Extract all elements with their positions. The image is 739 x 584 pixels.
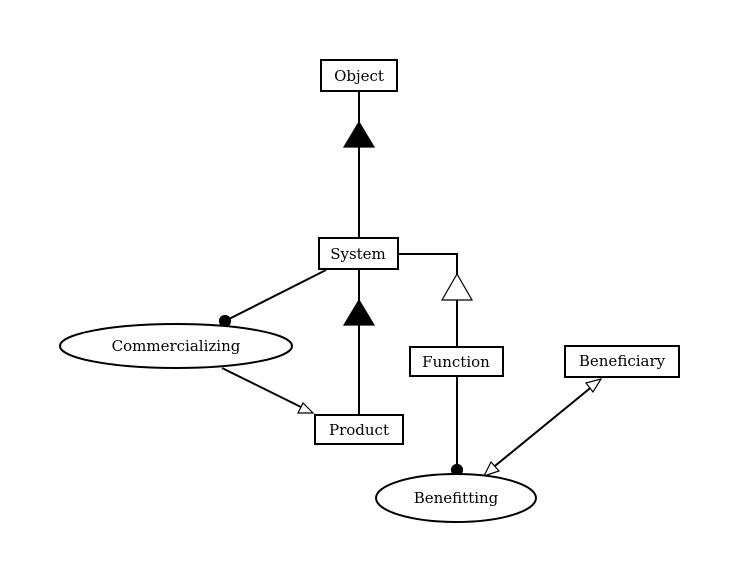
effect-arrowhead-benefitting (482, 460, 501, 478)
links (221, 92, 595, 471)
aggregation-triangle-lower (342, 298, 376, 326)
system-label: System (330, 245, 386, 263)
product-label: Product (329, 421, 389, 439)
process-ellipse-commercializing[interactable]: Commercializing (59, 323, 293, 369)
link-system-commercializing (224, 269, 327, 322)
link-benefitting-beneficiary (489, 384, 595, 471)
link-system-function (398, 253, 458, 346)
process-ellipse-benefitting[interactable]: Benefitting (375, 473, 537, 523)
commercializing-label: Commercializing (112, 337, 241, 355)
effect-arrowhead-beneficiary (584, 378, 603, 394)
object-label: Object (334, 67, 384, 85)
link-symbols (218, 120, 603, 478)
object-box-object[interactable]: Object (320, 59, 398, 92)
link-commercializing-product (221, 367, 306, 410)
aggregation-triangle-upper (342, 120, 376, 148)
exhibition-triangle (440, 272, 474, 301)
object-box-beneficiary[interactable]: Beneficiary (564, 345, 680, 378)
object-box-product[interactable]: Product (314, 414, 404, 445)
result-arrowhead-product (297, 401, 315, 414)
object-box-function[interactable]: Function (409, 346, 504, 377)
beneficiary-label: Beneficiary (579, 352, 666, 370)
object-box-system[interactable]: System (318, 237, 399, 270)
benefitting-label: Benefitting (414, 489, 499, 507)
function-label: Function (422, 353, 490, 371)
